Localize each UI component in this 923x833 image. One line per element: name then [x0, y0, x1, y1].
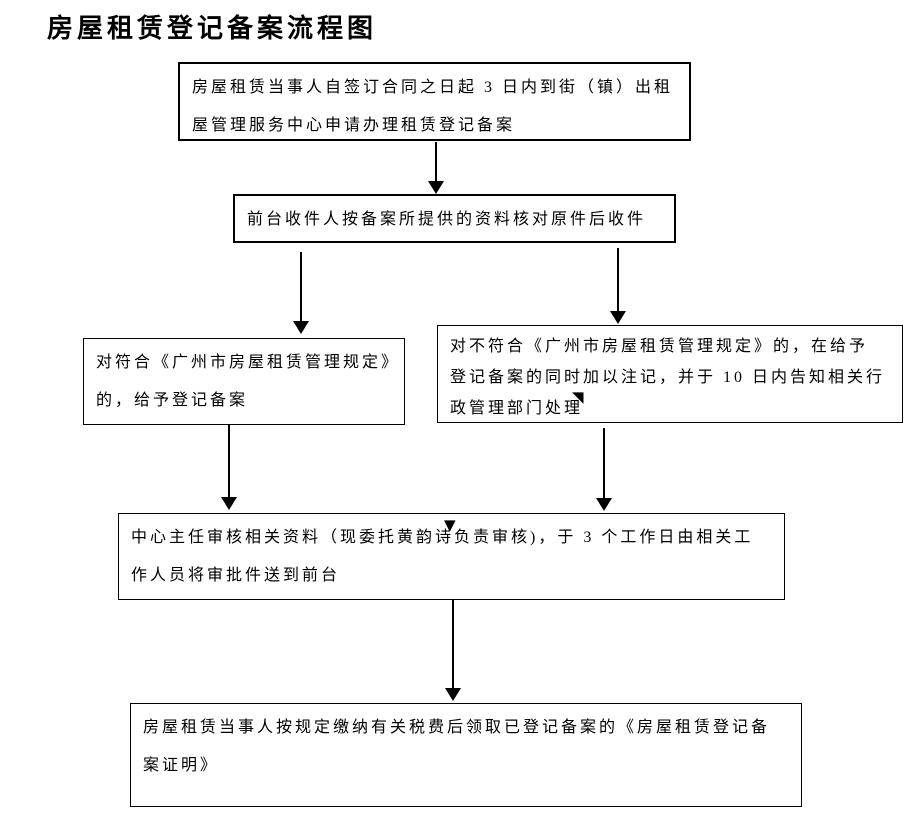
flow-node-compliant-line1: 对符合《广州市房屋租赁管理规定》	[96, 354, 401, 371]
arrow-head-icon	[428, 181, 444, 194]
arrow-head-icon	[221, 497, 237, 510]
flow-node-compliant-line2: 的，给予登记备案	[96, 392, 249, 409]
arrow-shaft	[603, 428, 605, 500]
arrow-receive-to-noncompliant	[610, 248, 626, 324]
flow-node-noncompliant-line1: 对不符合《广州市房屋租赁管理规定》的，在给予	[450, 338, 869, 355]
flow-node-compliant: 对符合《广州市房屋租赁管理规定》 的，给予登记备案	[83, 338, 405, 425]
arrow-head-icon	[596, 498, 612, 511]
flow-node-review-line1: 中心主任审核相关资料（现委托黄韵诗负责审核)，于 3 个工作日由相关工	[131, 529, 754, 546]
arrow-shaft	[228, 425, 230, 499]
flow-node-front-desk-receive: 前台收件人按备案所提供的资料核对原件后收件	[233, 194, 676, 243]
flow-node-receive-line1: 前台收件人按备案所提供的资料核对原件后收件	[247, 211, 647, 228]
flow-node-noncompliant-line3: 政管理部门处理	[450, 400, 584, 417]
flow-node-apply-line1: 房屋租赁当事人自签订合同之日起 3 日内到街（镇）出租	[192, 79, 674, 96]
arrow-compliant-to-review	[221, 425, 237, 510]
stray-arrowhead-icon: ▼	[444, 516, 456, 534]
arrow-receive-to-compliant	[293, 252, 309, 334]
arrow-shaft	[435, 142, 437, 183]
arrow-head-icon	[293, 321, 309, 334]
arrow-head-icon	[445, 688, 461, 701]
arrow-shaft	[452, 600, 454, 690]
arrow-head-icon	[610, 311, 626, 324]
flow-node-director-review: 中心主任审核相关资料（现委托黄韵诗负责审核)，于 3 个工作日由相关工 作人员将…	[118, 513, 785, 600]
flow-node-review-line2: 作人员将审批件送到前台	[131, 567, 341, 584]
arrow-shaft	[617, 248, 619, 313]
cursor-icon: ◥	[572, 388, 584, 406]
flow-node-certificate-line1: 房屋租赁当事人按规定缴纳有关税费后领取已登记备案的《房屋租赁登记备	[143, 719, 771, 736]
flow-node-noncompliant-line2: 登记备案的同时加以注记，并于 10 日内告知相关行	[450, 369, 886, 386]
flow-node-certificate-line2: 案证明》	[143, 757, 220, 774]
arrow-shaft	[300, 252, 302, 323]
arrow-review-to-certificate	[445, 600, 461, 701]
flow-node-apply-line2: 屋管理服务中心申请办理租赁登记备案	[192, 117, 516, 134]
flow-node-certificate: 房屋租赁当事人按规定缴纳有关税费后领取已登记备案的《房屋租赁登记备 案证明》	[130, 703, 802, 807]
flow-node-non-compliant: 对不符合《广州市房屋租赁管理规定》的，在给予 登记备案的同时加以注记，并于 10…	[437, 325, 903, 423]
page-title: 房屋租赁登记备案流程图	[47, 14, 378, 43]
arrow-noncompliant-to-review	[596, 428, 612, 511]
flow-node-apply: 房屋租赁当事人自签订合同之日起 3 日内到街（镇）出租 屋管理服务中心申请办理租…	[178, 62, 691, 141]
arrow-apply-to-receive	[428, 142, 444, 194]
